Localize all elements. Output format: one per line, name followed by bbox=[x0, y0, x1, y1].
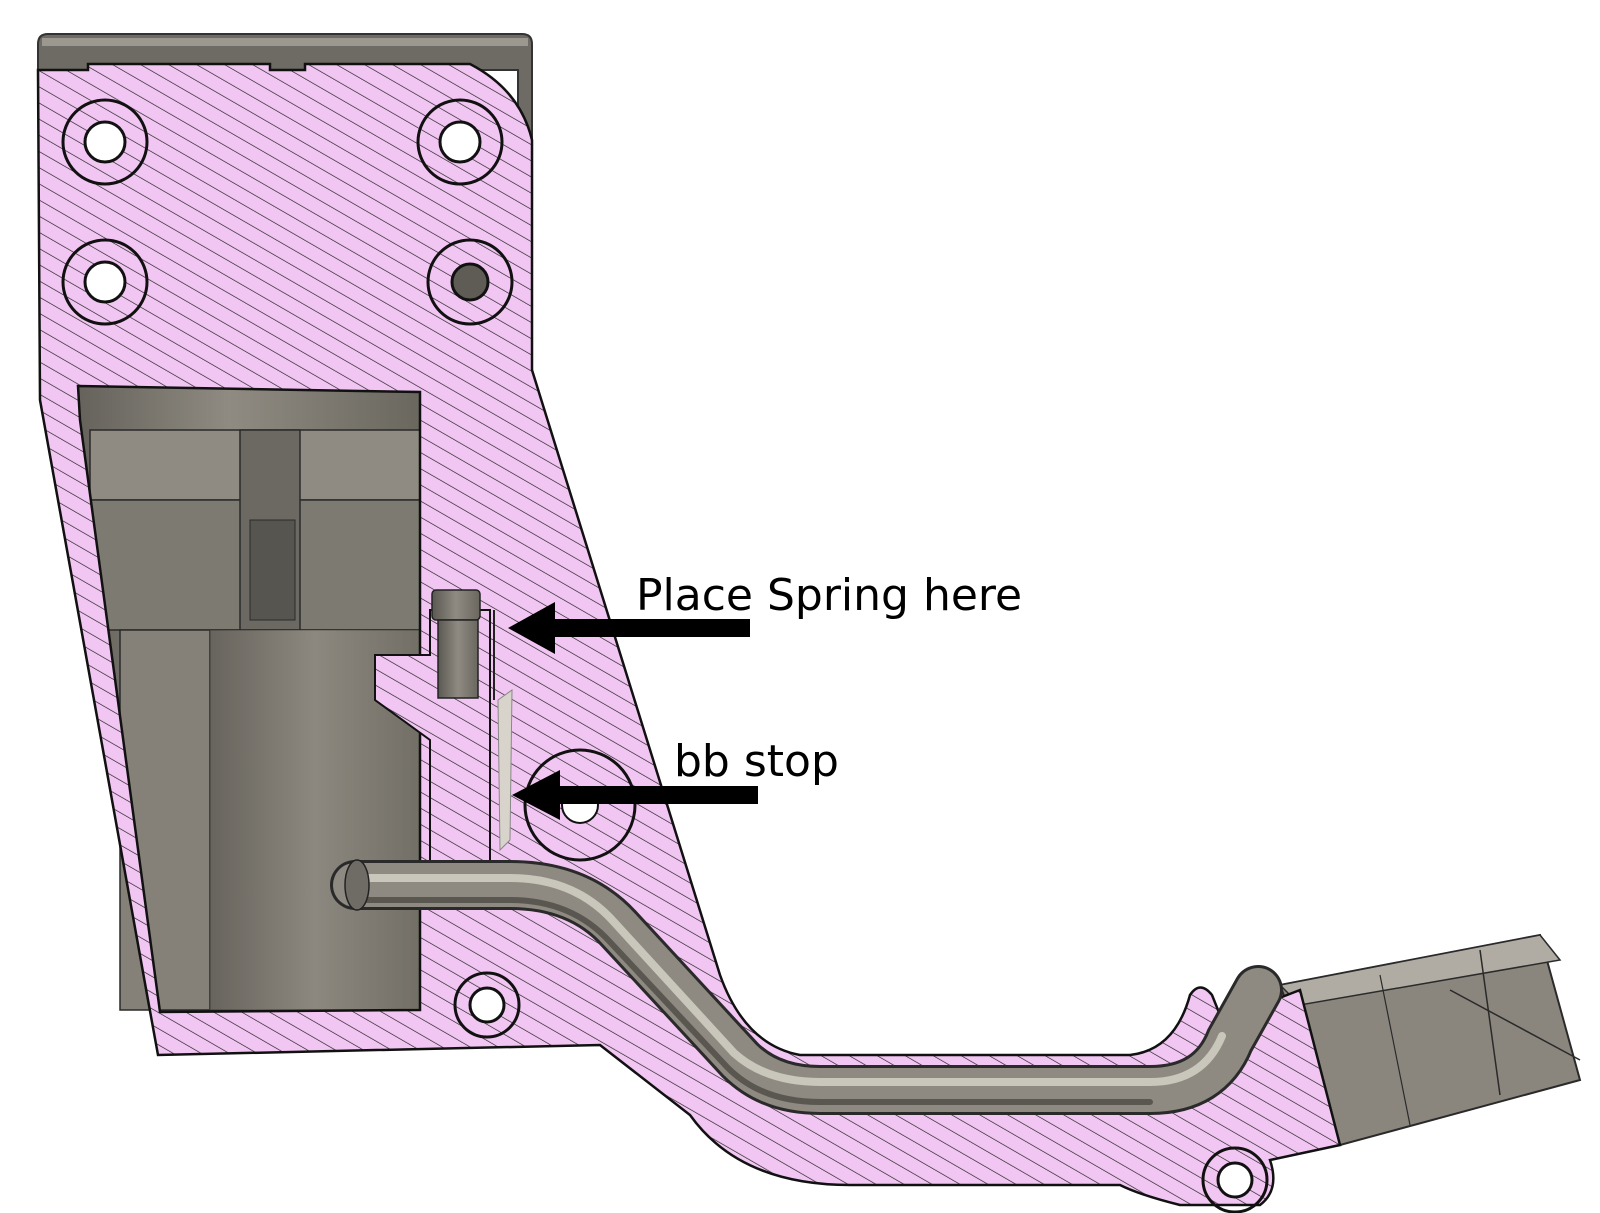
top-rim bbox=[37, 33, 533, 141]
spring-post bbox=[431, 589, 495, 700]
screw-hole-mid-right bbox=[426, 238, 514, 326]
screw-hole-top-right bbox=[416, 98, 504, 186]
bb-stop-callout-label: bb stop bbox=[674, 736, 839, 787]
bb-stop bbox=[497, 689, 513, 852]
screw-hole-top-left bbox=[61, 98, 149, 186]
screw-holes bbox=[61, 98, 1269, 1213]
nozzle-block bbox=[1278, 933, 1582, 1147]
section-body bbox=[36, 62, 1342, 1207]
spring-callout-label: Place Spring here bbox=[636, 570, 1023, 621]
screw-hole-right bbox=[1201, 1146, 1269, 1213]
screw-hole-bottom bbox=[453, 971, 521, 1039]
barrel-tube bbox=[330, 859, 1283, 1115]
bb-stop-arrow bbox=[512, 770, 758, 820]
spring-arrow bbox=[508, 602, 750, 654]
screw-hole-mid-left bbox=[61, 238, 149, 326]
